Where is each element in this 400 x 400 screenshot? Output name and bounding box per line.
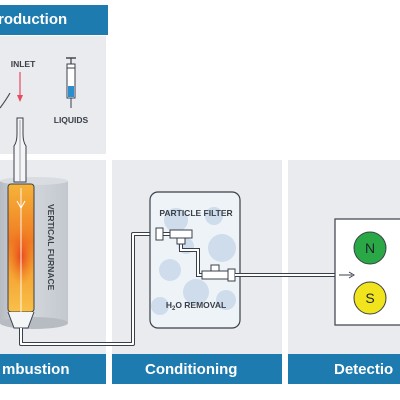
h2o-removal-sub: 2	[172, 306, 176, 312]
inlet-arrow-head	[17, 95, 23, 102]
combustion-title: mbustion	[2, 361, 70, 378]
nitrogen-symbol: N	[365, 240, 375, 256]
vertical-furnace-label: VERTICAL FURNACE	[46, 204, 56, 291]
detection-title: Detectio	[334, 361, 394, 378]
particle-filter-label: PARTICLE FILTER	[159, 208, 232, 218]
filter-tee-2	[201, 270, 229, 280]
sulfur-detector	[353, 281, 387, 315]
filter-tee-1-stem	[176, 237, 186, 245]
liquids-label: LIQUIDS	[54, 115, 89, 125]
filter-fitting-1	[155, 227, 164, 241]
conditioning-title: Conditioning	[145, 361, 238, 378]
furnace-flow-arrow-top	[16, 200, 26, 210]
sulfur-symbol: S	[365, 290, 374, 306]
sample-line-curve	[0, 92, 11, 109]
filter-tee-1	[169, 229, 193, 239]
inlet-label: INLET	[11, 59, 36, 69]
syringe-icon	[66, 57, 76, 108]
detection-footer: Detectio	[288, 354, 400, 384]
introduction-header: roduction	[0, 5, 108, 35]
filter-tee-2-stem	[210, 264, 220, 272]
filter-fitting-2	[227, 268, 236, 282]
detector-inlet-arrow-head	[348, 271, 355, 279]
h2o-removal-h: H	[166, 300, 172, 310]
nitrogen-detector	[353, 231, 387, 265]
h2o-removal-rest: O REMOVAL	[175, 300, 226, 310]
combustion-footer: mbustion	[0, 354, 106, 384]
gas-line-to-filter-inner	[20, 233, 158, 345]
conditioning-footer: Conditioning	[112, 354, 282, 384]
h2o-removal-label: H2O REMOVAL	[166, 300, 226, 312]
introduction-title: roduction	[0, 11, 68, 28]
